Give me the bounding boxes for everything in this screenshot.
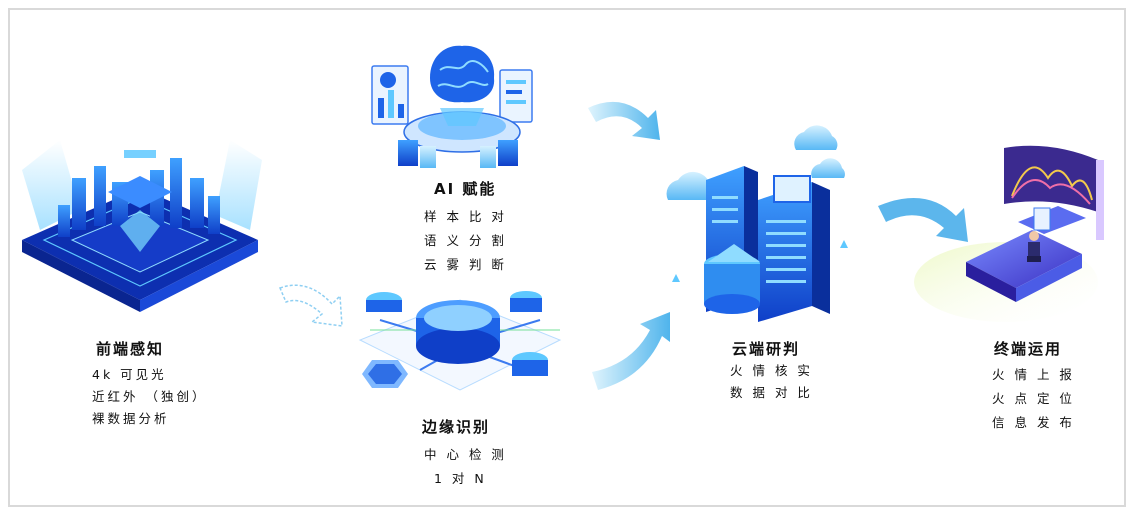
- flow-arrow-front-to-edge: [278, 284, 343, 327]
- edge-network-icon: [358, 291, 562, 391]
- ai-line-1: 样 本 比 对: [424, 209, 507, 224]
- terminal-title: 终端运用: [994, 340, 1063, 358]
- cloud-server-icon: [666, 125, 848, 322]
- ai-title: AI 赋能: [434, 180, 497, 198]
- ai-line-3: 云 雾 判 断: [424, 257, 507, 272]
- terminal-line-3: 信 息 发 布: [992, 415, 1075, 430]
- flow-arrow-edge-to-cloud: [592, 312, 670, 390]
- edge-line-2: 1 对 N: [434, 471, 487, 486]
- edge-title: 边缘识别: [422, 418, 491, 436]
- frontend-title: 前端感知: [96, 340, 165, 358]
- flow-arrow-ai-to-cloud: [588, 101, 660, 140]
- terminal-line-1: 火 情 上 报: [992, 367, 1075, 382]
- cloud-line-1: 火 情 核 实: [730, 363, 813, 378]
- terminal-workstation-icon: [914, 145, 1104, 322]
- cloud-title: 云端研判: [732, 340, 801, 358]
- terminal-line-2: 火 点 定 位: [992, 391, 1075, 406]
- frontend-line-1: 4k 可见光: [92, 367, 167, 382]
- frontend-line-3: 裸数据分析: [92, 411, 170, 426]
- cloud-line-2: 数 据 对 比: [730, 385, 813, 400]
- ai-brain-icon: [371, 45, 533, 168]
- sensing-city-icon: [22, 140, 262, 312]
- flow-arrow-cloud-to-terminal: [878, 198, 968, 242]
- frontend-line-2: 近红外 （独创）: [92, 389, 208, 404]
- ai-line-2: 语 义 分 割: [424, 233, 507, 248]
- edge-line-1: 中 心 检 测: [424, 447, 507, 462]
